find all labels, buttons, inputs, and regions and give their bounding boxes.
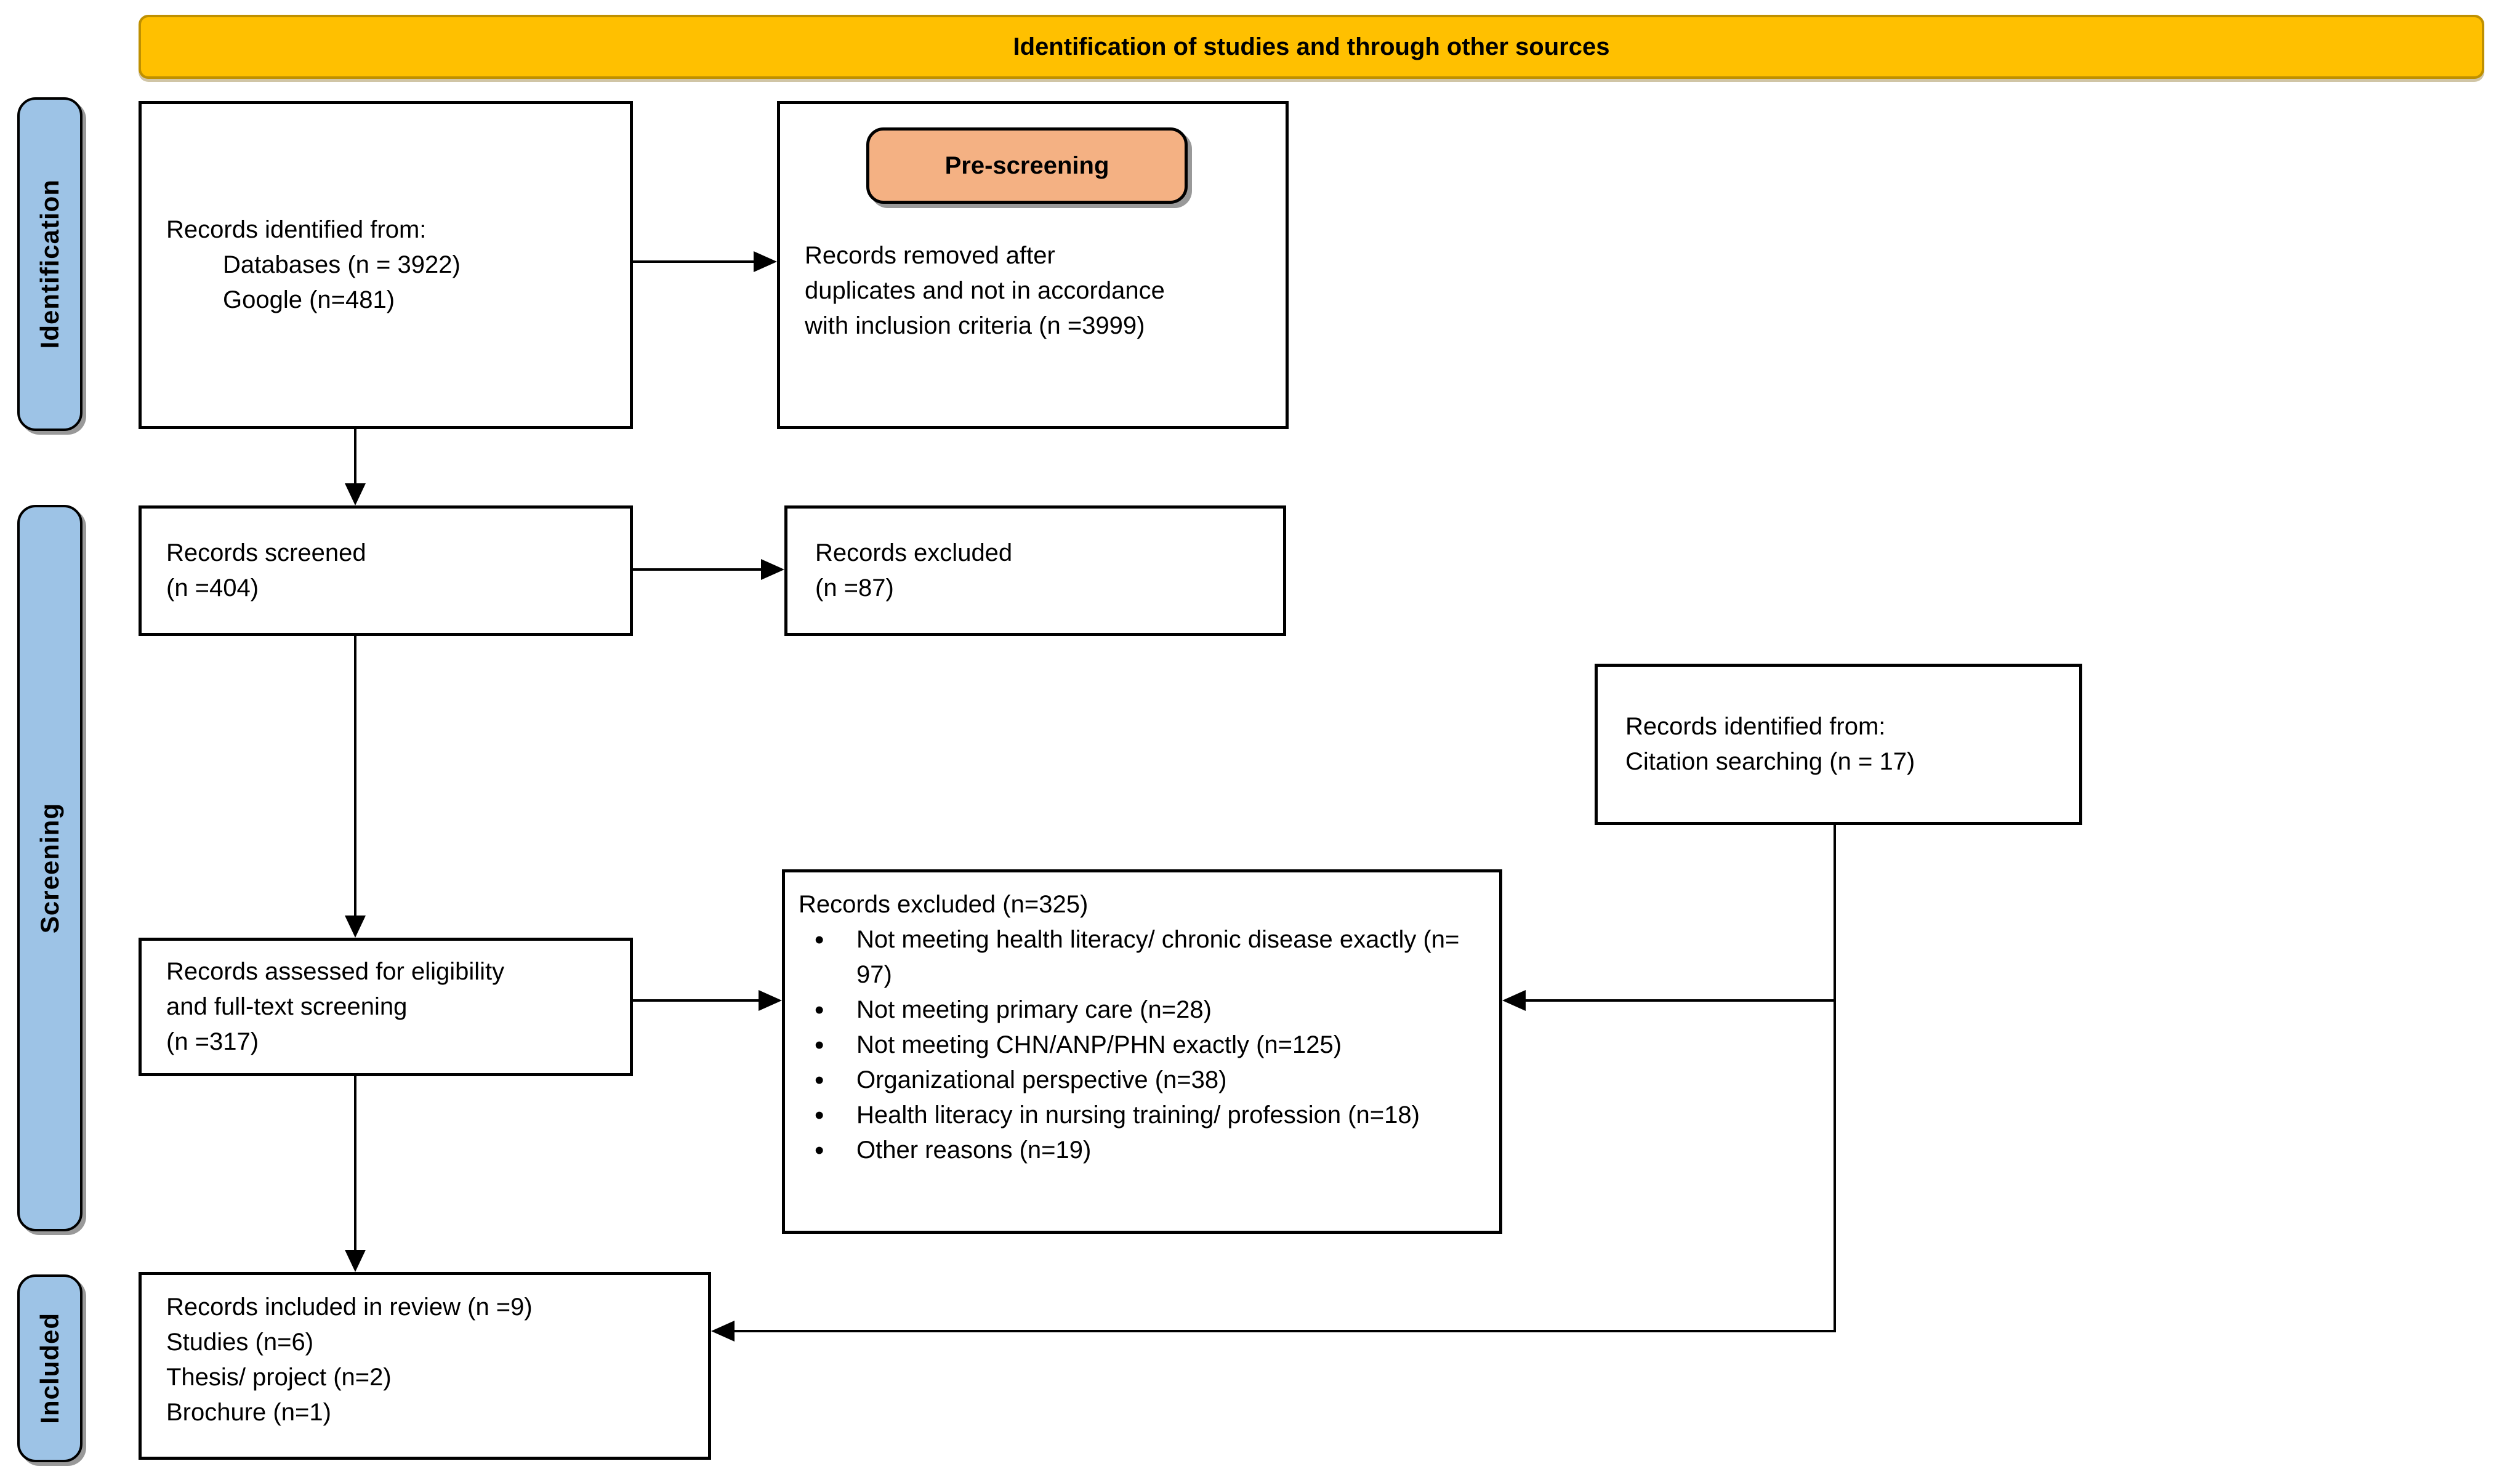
records-identified-line2: Databases (n = 3922) bbox=[223, 251, 461, 278]
prescreening-badge: Pre-screening bbox=[866, 127, 1188, 204]
exclusion-reason: Health literacy in nursing training/ pro… bbox=[815, 1098, 1468, 1133]
records-included-line1: Records included in review (n =9) bbox=[166, 1294, 533, 1321]
arrowhead-down-icon bbox=[345, 483, 366, 505]
box-records-excluded-first: Records excluded (n =87) bbox=[784, 505, 1286, 636]
records-assessed-line3: (n =317) bbox=[166, 1028, 259, 1055]
prescreening-badge-label: Pre-screening bbox=[944, 151, 1109, 179]
arrowhead-left-icon bbox=[711, 1321, 735, 1342]
records-screened-line1: Records screened bbox=[166, 539, 366, 566]
line-citation-trunk bbox=[1834, 825, 1836, 1332]
box-prescreening: Pre-screening Records removed after dupl… bbox=[777, 101, 1289, 429]
arrow-assessed-to-included bbox=[354, 1076, 356, 1252]
banner-title: Identification of studies and through ot… bbox=[1013, 33, 1610, 60]
box-records-screened: Records screened (n =404) bbox=[139, 505, 633, 636]
arrow-screened-to-excluded bbox=[633, 568, 763, 571]
prescreening-body-line3: with inclusion criteria (n =3999) bbox=[805, 312, 1145, 339]
arrow-identified-to-prescreening bbox=[633, 260, 756, 263]
exclusion-reason: Not meeting primary care (n=28) bbox=[815, 992, 1468, 1028]
arrowhead-down-icon bbox=[345, 916, 366, 938]
arrowhead-left-icon bbox=[1502, 990, 1526, 1011]
exclusion-reason: Not meeting CHN/ANP/PHN exactly (n=125) bbox=[815, 1028, 1468, 1063]
arrow-citation-to-exclusion bbox=[1524, 999, 1836, 1002]
records-assessed-line1: Records assessed for eligibility bbox=[166, 958, 505, 985]
arrow-screened-to-assessed bbox=[354, 636, 356, 917]
stage-included: Included bbox=[17, 1274, 83, 1462]
arrow-citation-to-included bbox=[733, 1330, 1836, 1332]
records-excluded-first-line1: Records excluded bbox=[815, 539, 1013, 566]
stage-screening-label: Screening bbox=[35, 802, 64, 934]
records-included-line4: Brochure (n=1) bbox=[166, 1399, 331, 1426]
arrowhead-right-icon bbox=[754, 251, 777, 272]
exclusion-reason: Other reasons (n=19) bbox=[815, 1133, 1468, 1168]
arrow-assessed-to-exclusion bbox=[633, 999, 761, 1002]
citation-line2: Citation searching (n = 17) bbox=[1625, 748, 1915, 775]
stage-screening: Screening bbox=[17, 505, 83, 1231]
records-excluded-first-line2: (n =87) bbox=[815, 574, 894, 602]
arrowhead-down-icon bbox=[345, 1250, 366, 1272]
stage-identification-label: Identification bbox=[35, 179, 64, 349]
arrowhead-right-icon bbox=[759, 990, 782, 1011]
records-excluded-full-title: Records excluded (n=325) bbox=[799, 891, 1089, 918]
stage-identification: Identification bbox=[17, 97, 83, 431]
exclusion-reason-list: Not meeting health literacy/ chronic dis… bbox=[799, 922, 1468, 1168]
records-included-line3: Thesis/ project (n=2) bbox=[166, 1364, 392, 1391]
exclusion-reason: Organizational perspective (n=38) bbox=[815, 1063, 1468, 1098]
records-screened-line2: (n =404) bbox=[166, 574, 259, 602]
records-identified-line1: Records identified from: bbox=[166, 216, 427, 243]
box-records-identified: Records identified from: Databases (n = … bbox=[139, 101, 633, 429]
arrow-identified-to-screened bbox=[354, 429, 356, 486]
box-records-assessed: Records assessed for eligibility and ful… bbox=[139, 938, 633, 1076]
citation-line1: Records identified from: bbox=[1625, 713, 1886, 740]
stage-included-label: Included bbox=[35, 1313, 64, 1424]
records-included-line2: Studies (n=6) bbox=[166, 1329, 314, 1356]
box-records-included: Records included in review (n =9) Studie… bbox=[139, 1272, 711, 1460]
banner: Identification of studies and through ot… bbox=[139, 15, 2484, 79]
prescreening-body-line1: Records removed after bbox=[805, 242, 1055, 269]
records-assessed-line2: and full-text screening bbox=[166, 993, 408, 1020]
box-records-excluded-full: Records excluded (n=325) Not meeting hea… bbox=[782, 869, 1502, 1234]
records-identified-line3: Google (n=481) bbox=[223, 286, 395, 313]
exclusion-reason: Not meeting health literacy/ chronic dis… bbox=[815, 922, 1468, 992]
prescreening-body-line2: duplicates and not in accordance bbox=[805, 277, 1165, 304]
box-citation-searching: Records identified from: Citation search… bbox=[1595, 664, 2082, 825]
arrowhead-right-icon bbox=[761, 559, 784, 580]
prescreening-body: Records removed after duplicates and not… bbox=[805, 238, 1273, 344]
